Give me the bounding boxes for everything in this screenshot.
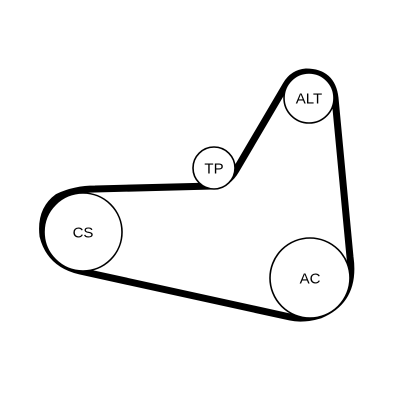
pulley-alt-circle [283,72,335,124]
pulley-ac: AC [269,237,351,319]
pulley-tp-circle [192,146,236,190]
pulley-tp: TP [192,146,236,190]
pulley-ac-circle [269,237,351,319]
pulley-cs-circle [43,192,123,272]
pulley-tp-label: TP [204,161,223,178]
pulley-alt-label: ALT [296,91,322,108]
pulley-cs: CS [43,192,123,272]
pulley-cs-label: CS [73,225,94,242]
pulley-ac-label: AC [300,271,321,288]
pulley-alt: ALT [283,72,335,124]
